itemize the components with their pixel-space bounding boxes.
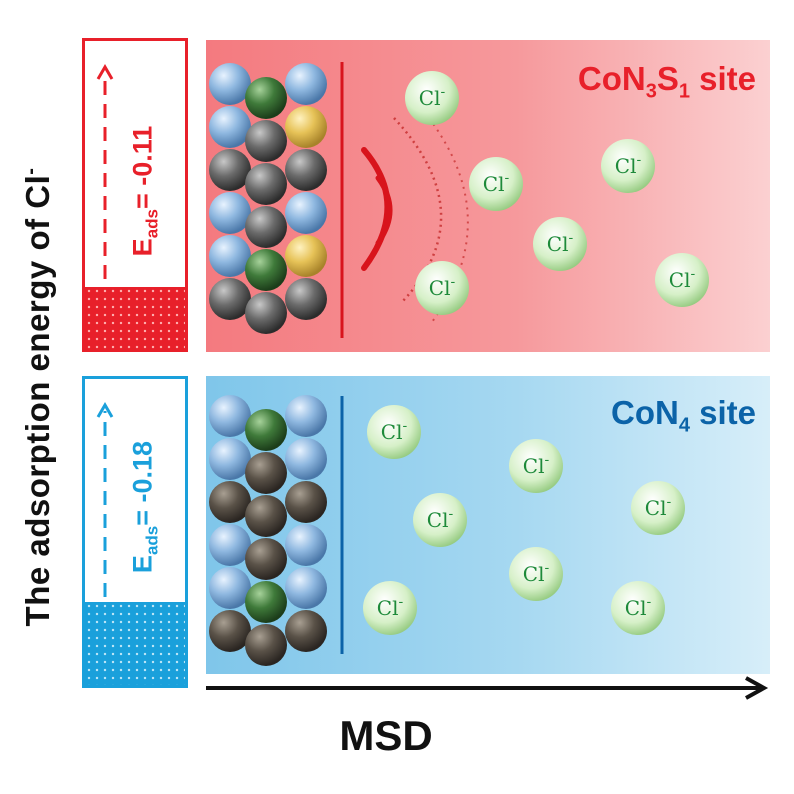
carbon-atom <box>209 610 251 652</box>
chloride-ion-label: Cl- <box>523 560 550 586</box>
chloride-ion <box>415 261 469 315</box>
nitrogen-atom <box>209 524 251 566</box>
carbon-atom <box>285 610 327 652</box>
carbon-atom <box>245 452 287 494</box>
bottom-panel-graphic: Cl- Cl- Cl- Cl- Cl- Cl- Cl- <box>209 395 685 666</box>
chloride-ion-label: Cl- <box>645 494 672 520</box>
chloride-ion <box>413 493 467 547</box>
repulsion-trace-1 <box>393 117 443 303</box>
chloride-ion-label: Cl- <box>625 594 652 620</box>
bottom-eads-label: Eads= -0.18 <box>127 440 162 574</box>
carbon-atom <box>245 624 287 666</box>
top-site-label: CoN3S1 site <box>577 60 756 103</box>
repulsion-trace-2 <box>415 101 469 323</box>
carbon-atom <box>285 481 327 523</box>
chloride-ion-label: Cl- <box>419 84 446 110</box>
nitrogen-atom <box>209 438 251 480</box>
top-panel-conss-site: Cl- Cl- Cl- Cl- Cl- Cl- CoN3S1 site <box>206 40 770 352</box>
top-dashed-arrow <box>96 64 114 279</box>
sulfur-atom <box>285 106 327 148</box>
x-axis-label: MSD <box>339 712 433 759</box>
nitrogen-atom <box>285 395 327 437</box>
cobalt-atom <box>245 249 287 291</box>
chloride-ion <box>533 217 587 271</box>
chloride-ion <box>363 581 417 635</box>
cobalt-atom <box>245 409 287 451</box>
top-energy-gauge: Eads= -0.11 <box>82 38 188 352</box>
carbon-atom <box>209 149 251 191</box>
nitrogen-atom <box>209 106 251 148</box>
chloride-ion-label: Cl- <box>615 152 642 178</box>
chloride-ion-label: Cl- <box>547 230 574 256</box>
chloride-ion-label: Cl- <box>523 452 550 478</box>
chloride-ion-label: Cl- <box>381 418 408 444</box>
carbon-atom <box>209 278 251 320</box>
carbon-atom <box>285 149 327 191</box>
repulsion-arc-2 <box>375 175 393 246</box>
carbon-atom <box>245 120 287 162</box>
chloride-ion-label: Cl- <box>377 594 404 620</box>
chloride-ion-label: Cl- <box>429 274 456 300</box>
carbon-atom <box>245 163 287 205</box>
chloride-ion <box>611 581 665 635</box>
chloride-ion-label: Cl- <box>483 170 510 196</box>
carbon-atom <box>245 538 287 580</box>
nitrogen-atom <box>285 567 327 609</box>
chloride-ion <box>601 139 655 193</box>
carbon-atom <box>209 481 251 523</box>
bottom-energy-gauge: Eads= -0.18 <box>82 376 188 688</box>
cobalt-atom <box>245 77 287 119</box>
nitrogen-atom <box>285 63 327 105</box>
top-eads-label: Eads= -0.11 <box>127 125 162 257</box>
nitrogen-atom <box>285 192 327 234</box>
chloride-ion-label: Cl- <box>427 506 454 532</box>
sulfur-atom <box>285 235 327 277</box>
carbon-atom <box>245 206 287 248</box>
chloride-ion <box>405 71 459 125</box>
nitrogen-atom <box>285 524 327 566</box>
nitrogen-atom <box>209 63 251 105</box>
nitrogen-atom <box>285 438 327 480</box>
nitrogen-atom <box>209 192 251 234</box>
chloride-ion <box>655 253 709 307</box>
y-axis-label: The adsorption energy of Cl- <box>19 167 56 627</box>
nitrogen-atom <box>209 395 251 437</box>
chloride-ion <box>509 439 563 493</box>
nitrogen-atom <box>209 235 251 277</box>
chloride-ion <box>509 547 563 601</box>
bottom-gauge-fill <box>85 602 185 685</box>
top-panel-graphic: Cl- Cl- Cl- Cl- Cl- Cl- <box>209 62 709 338</box>
carbon-atom <box>245 292 287 334</box>
cobalt-atom <box>245 581 287 623</box>
bottom-dashed-arrow <box>96 402 114 597</box>
bottom-panel-con4-site: Cl- Cl- Cl- Cl- Cl- Cl- Cl- CoN4 site <box>206 376 770 674</box>
bottom-site-label: CoN4 site <box>611 394 756 437</box>
repulsion-arc-1 <box>361 147 391 271</box>
carbon-atom <box>285 278 327 320</box>
chloride-ion <box>367 405 421 459</box>
chloride-ion <box>631 481 685 535</box>
nitrogen-atom <box>209 567 251 609</box>
chloride-ion-label: Cl- <box>669 266 696 292</box>
top-gauge-fill <box>85 287 185 349</box>
chloride-ion <box>469 157 523 211</box>
carbon-atom <box>245 495 287 537</box>
